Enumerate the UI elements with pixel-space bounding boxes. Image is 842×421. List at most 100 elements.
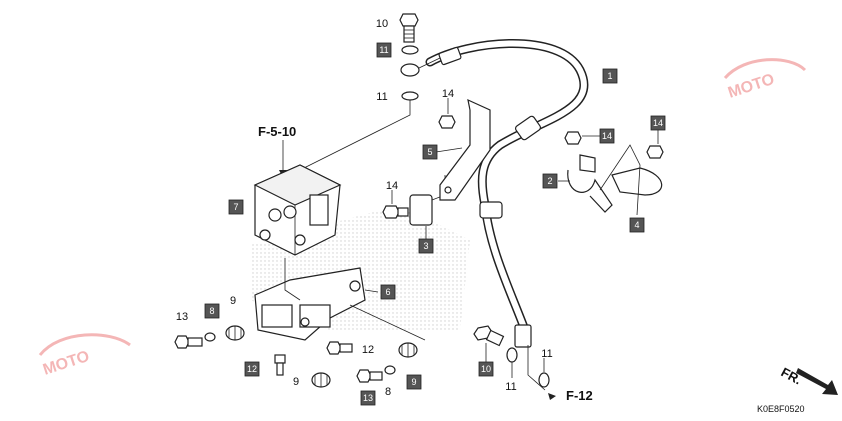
callout-number: 13 xyxy=(176,311,188,323)
callout-number: 9 xyxy=(293,376,299,388)
callout-number: 2 xyxy=(547,176,552,186)
callout-c9a: 9 xyxy=(230,295,236,307)
callout-number: 11 xyxy=(376,91,387,103)
hose-fitting-top xyxy=(438,46,462,66)
flange-bolt-13-bottom xyxy=(356,369,383,383)
svg-text:MOTO: MOTO xyxy=(41,348,92,379)
sealing-washer-bottom-a xyxy=(506,347,518,363)
callout-box xyxy=(360,390,376,406)
callout-number: 3 xyxy=(423,241,428,251)
grommet-left xyxy=(225,325,245,341)
sealing-washer-top xyxy=(401,45,419,55)
callout-number: 11 xyxy=(379,45,388,55)
banjo-bolt-bottom xyxy=(473,325,505,347)
callout-number: 8 xyxy=(209,306,214,316)
callout-c1: 1 xyxy=(602,68,618,84)
hose-clamp-upper xyxy=(514,115,542,141)
callout-box xyxy=(422,144,438,160)
diagram-code: K0E8F0520 xyxy=(757,404,805,414)
callout-box xyxy=(204,303,220,319)
flange-bolt-12-bracket xyxy=(326,341,353,355)
callout-c7: 7 xyxy=(228,199,244,215)
callout-box xyxy=(380,284,396,300)
callout-box xyxy=(376,42,392,58)
flange-bolt-13-left xyxy=(174,335,203,349)
sealing-washer-mid xyxy=(401,91,419,101)
hose-fitting-bottom xyxy=(514,324,532,348)
callout-box xyxy=(478,361,494,377)
collar-bottom xyxy=(384,365,396,375)
callout-c2: 2 xyxy=(542,173,558,189)
callout-c14b: 14 xyxy=(386,180,398,192)
callout-c6: 6 xyxy=(380,284,396,300)
callout-box xyxy=(629,217,645,233)
banjo-eye xyxy=(400,63,420,77)
callout-number: 6 xyxy=(385,287,390,297)
callout-number: 11 xyxy=(541,348,552,360)
callout-c3: 3 xyxy=(418,238,434,254)
bolt-14-clip xyxy=(646,145,664,159)
svg-text:MOTO: MOTO xyxy=(726,71,777,102)
callout-number: 12 xyxy=(247,364,257,374)
callout-number: 14 xyxy=(386,180,398,192)
ref-label-bottom: F-12 xyxy=(566,388,593,403)
callout-number: 14 xyxy=(602,131,612,141)
bolt-14-joint xyxy=(382,205,409,219)
callout-c12b: 12 xyxy=(362,344,374,356)
callout-c12a: 12 xyxy=(244,361,260,377)
callout-number: 14 xyxy=(653,118,663,128)
callout-c11a: 11 xyxy=(376,42,392,58)
callout-c10a: 10 xyxy=(376,18,388,30)
callout-box xyxy=(244,361,260,377)
callout-c8a: 8 xyxy=(204,303,220,319)
callout-number: 8 xyxy=(385,386,391,398)
callout-c9c: 9 xyxy=(406,374,422,390)
front-direction-arrow-icon xyxy=(796,368,838,395)
callout-box xyxy=(418,238,434,254)
banjo-bolt-top xyxy=(399,13,419,43)
callout-c11b: 11 xyxy=(376,91,387,103)
callout-number: 1 xyxy=(607,71,612,81)
callout-c14a: 14 xyxy=(442,88,454,100)
callout-c14c: 14 xyxy=(599,128,615,144)
callout-c10b: 10 xyxy=(478,361,494,377)
callout-c11d: 11 xyxy=(541,348,552,360)
callout-c11c: 11 xyxy=(505,381,516,393)
callout-c14d: 14 xyxy=(650,115,666,131)
abs-bracket xyxy=(254,258,366,341)
callout-box xyxy=(406,374,422,390)
callout-c4: 4 xyxy=(629,217,645,233)
abs-modulator xyxy=(253,164,342,256)
grommet-right xyxy=(398,342,418,358)
flange-bolt-12-lower xyxy=(274,354,286,376)
hose-clip xyxy=(611,167,663,196)
callout-c8b: 8 xyxy=(385,386,391,398)
callout-c5: 5 xyxy=(422,144,438,160)
front-label: FR. xyxy=(779,364,805,387)
hose-clamp-bracket xyxy=(567,154,613,213)
callout-number: 4 xyxy=(634,220,639,230)
callout-number: 13 xyxy=(363,393,373,403)
callout-number: 14 xyxy=(442,88,454,100)
hose-stay xyxy=(439,98,491,201)
callout-c13a: 13 xyxy=(176,311,188,323)
callout-box xyxy=(542,173,558,189)
callout-box xyxy=(602,68,618,84)
callout-number: 10 xyxy=(481,364,491,374)
sealing-washer-bottom-b xyxy=(538,372,550,388)
moto-watermark-logo-right: MOTO xyxy=(723,58,807,102)
callout-number: 11 xyxy=(505,381,516,393)
ref-label-top: F-5-10 xyxy=(258,124,296,139)
callout-number: 9 xyxy=(230,295,236,307)
callout-c13b: 13 xyxy=(360,390,376,406)
callout-box xyxy=(599,128,615,144)
callout-box xyxy=(228,199,244,215)
bolt-14-clamp xyxy=(564,131,582,145)
callout-number: 5 xyxy=(427,147,432,157)
callout-c9b: 9 xyxy=(293,376,299,388)
callout-number: 9 xyxy=(411,377,416,387)
collar-left xyxy=(204,332,216,342)
callout-number: 12 xyxy=(362,344,374,356)
